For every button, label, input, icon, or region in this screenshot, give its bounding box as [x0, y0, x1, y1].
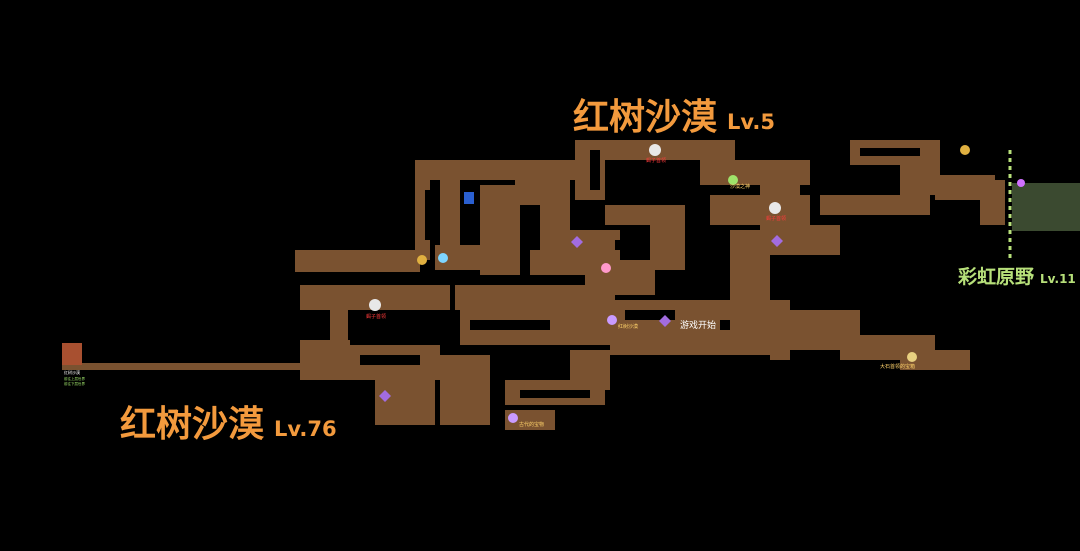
- npc-icon[interactable]: [907, 352, 917, 362]
- region-label-mangrove-left: 红树沙漠 Lv.76: [120, 395, 337, 447]
- treasure-chest-icon[interactable]: [417, 255, 427, 265]
- game-start-label[interactable]: 游戏开始: [680, 321, 717, 331]
- npc-icon[interactable]: [728, 175, 738, 185]
- entrance-sub-label: 前往上层世界: [64, 377, 85, 381]
- cave-tunnels: [62, 140, 1005, 430]
- crystal-icon[interactable]: [379, 390, 391, 402]
- campfire-icon[interactable]: [601, 263, 611, 273]
- crystal-icon[interactable]: [571, 236, 583, 248]
- boss-skull-icon[interactable]: [769, 202, 781, 214]
- region-name: 红树沙漠: [573, 97, 718, 138]
- boss-label: 蝎子首领: [766, 216, 787, 222]
- rainbow-npc-icon[interactable]: [1017, 179, 1025, 187]
- teleport-icon[interactable]: [464, 192, 474, 204]
- boss-skull-icon[interactable]: [649, 144, 661, 156]
- region-name: 彩虹原野: [958, 266, 1035, 288]
- rainbow-fields-area: [1012, 183, 1080, 231]
- teleport-icon[interactable]: [438, 253, 448, 263]
- region-label-mangrove-top: 红树沙漠 Lv.5: [573, 88, 775, 140]
- crystal-icon[interactable]: [771, 235, 783, 247]
- entrance-sub-label: 前往下层世界: [64, 382, 85, 386]
- treasure-chest-icon[interactable]: [960, 145, 970, 155]
- poi-label: 大石首领的宝箱: [880, 364, 916, 370]
- poi-label: 红树沙漠: [618, 324, 639, 330]
- region-level: Lv.5: [727, 110, 775, 134]
- entrance-label: 红树沙漠: [64, 370, 80, 375]
- entrance-building-icon[interactable]: [62, 343, 82, 365]
- boss-label: 蝎子首领: [366, 314, 387, 320]
- region-level: Lv.11: [1040, 272, 1076, 286]
- npc-icon[interactable]: [508, 413, 518, 423]
- cave-shafts: [360, 148, 920, 398]
- npc-icon[interactable]: [607, 315, 617, 325]
- poi-label: 古代的宝物: [519, 422, 545, 428]
- region-label-rainbow-fields: 彩虹原野 Lv.11: [958, 262, 1076, 289]
- region-name: 红树沙漠: [120, 404, 265, 445]
- crystal-icon[interactable]: [659, 315, 671, 327]
- poi-label: 沙漠之神: [730, 184, 751, 190]
- boss-skull-icon[interactable]: [369, 299, 381, 311]
- region-level: Lv.76: [274, 417, 337, 441]
- boss-label: 蝎子首领: [646, 158, 667, 164]
